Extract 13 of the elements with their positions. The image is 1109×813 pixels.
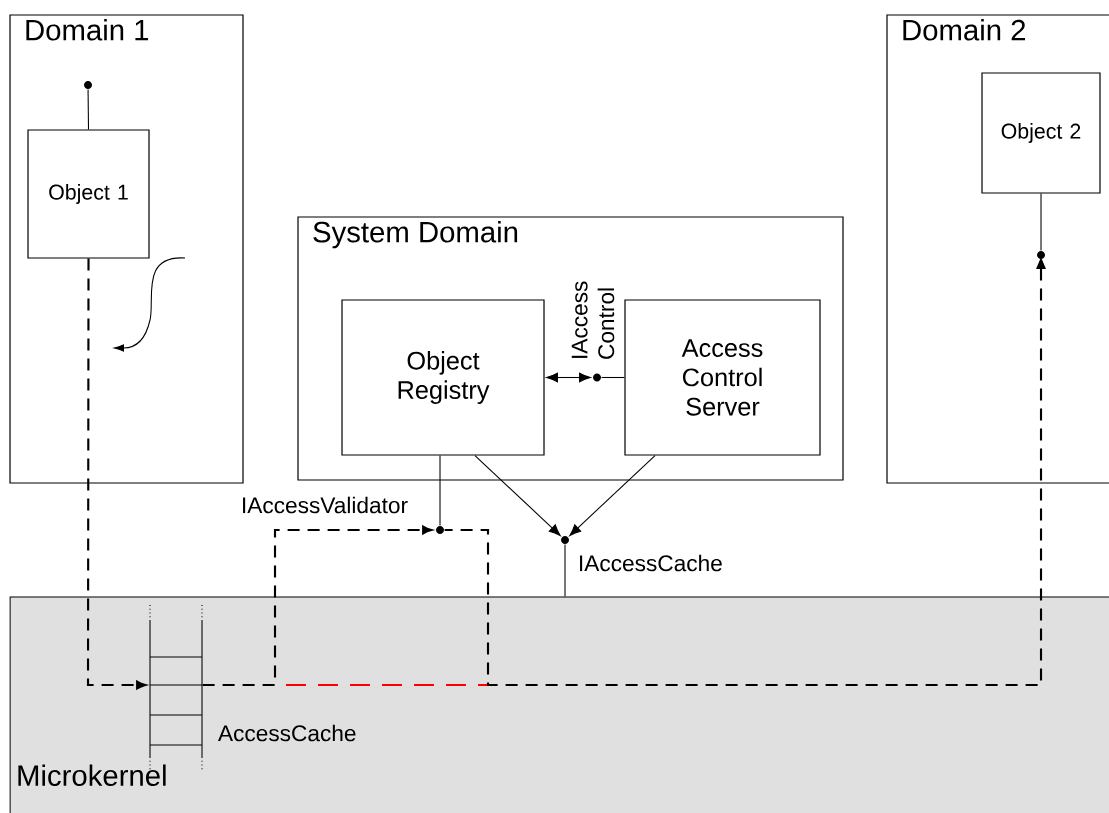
object-box: Object Registry: [341, 299, 545, 456]
interface-label: AccessCache: [218, 724, 356, 742]
connector-arrow: [569, 455, 656, 536]
connector-arrow: [86, 258, 147, 690]
object-box: Object 1: [27, 129, 150, 259]
object-box: Object 2: [981, 72, 1101, 194]
interface-label: IAccessCache: [580, 554, 722, 572]
interface-label: IAccess Control: [571, 281, 615, 359]
object-box: Access Control Server: [624, 299, 821, 456]
connector-arrow: [202, 525, 433, 687]
connector-arrow: [474, 455, 561, 536]
interface-label: IAccessValidator: [243, 496, 408, 514]
connector-arrow: [546, 372, 591, 383]
